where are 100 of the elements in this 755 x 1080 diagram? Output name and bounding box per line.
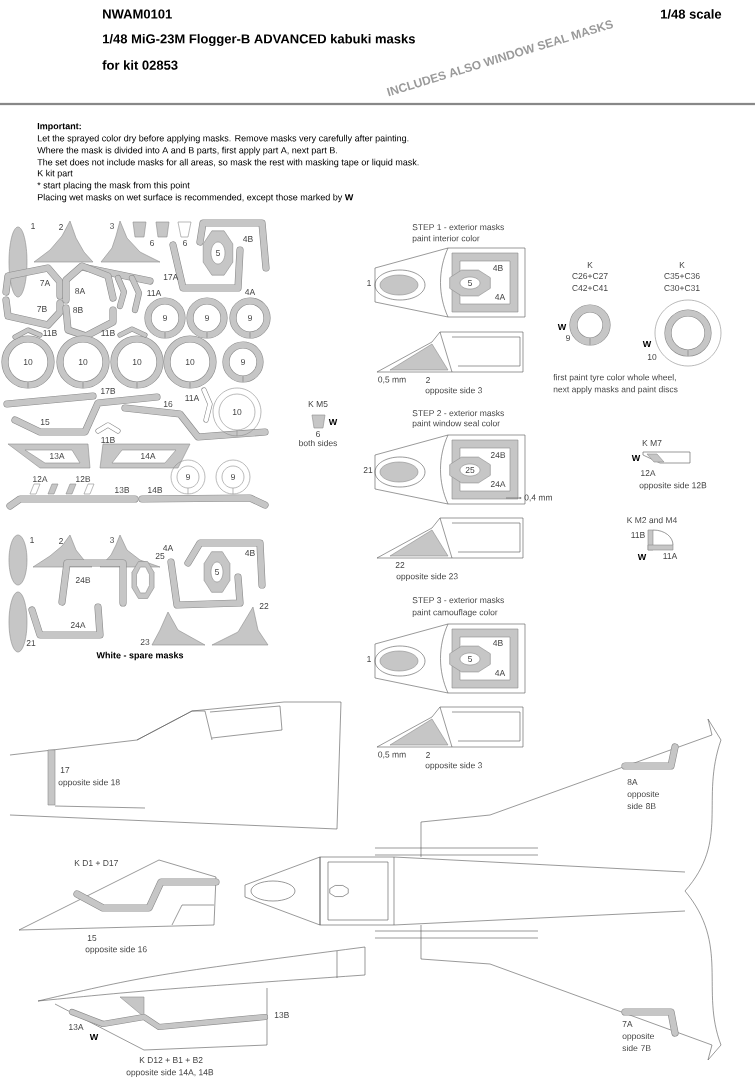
part-number: 4A: [163, 545, 174, 551]
caption-text: opposite side 3: [425, 762, 482, 770]
part-number: 21: [26, 640, 36, 646]
header-text: 1/48 scale: [661, 9, 722, 19]
part-number: 15: [40, 419, 50, 425]
part-number: 7A: [40, 280, 51, 286]
wet-mark: W: [631, 454, 641, 462]
part-number: 10: [232, 409, 242, 415]
part-number: 4B: [493, 265, 503, 271]
part-number: 11B: [43, 330, 57, 336]
caption-text: C42+C41: [572, 285, 608, 291]
part-number: 21: [363, 467, 373, 473]
part-number: 11A: [147, 290, 162, 296]
instruction-text: Let the sprayed color dry before applying masks. Remove masks very carefully after painting.: [37, 134, 409, 144]
part-number: 9: [163, 315, 167, 321]
caption-text: K M2 and M4: [627, 516, 677, 524]
part-number: 5: [468, 656, 472, 662]
instruction-text: Placing wet masks on wet surface is recommended, except those marked by W: [37, 193, 354, 203]
dimension-label: 0,5 mm: [378, 376, 406, 384]
part-number: 1: [367, 280, 371, 286]
step-heading: STEP 3 - exterior masks: [412, 596, 504, 604]
part-number: 5: [468, 280, 472, 286]
part-number: 5: [216, 250, 220, 256]
instruction-heading: Important:: [37, 123, 81, 132]
part-number: 2: [426, 752, 430, 758]
dimension-label: 0,4 mm: [524, 494, 552, 502]
part-number: 10: [132, 359, 142, 365]
part-number: 4A: [495, 670, 506, 676]
header-text: for kit 02853: [102, 60, 178, 70]
part-number: 9: [205, 315, 209, 321]
caption-text: both sides: [299, 439, 338, 447]
wet-mark: W: [89, 1033, 99, 1041]
wet-mark: W: [557, 323, 567, 331]
part-number: 17B: [101, 388, 116, 394]
part-number: 14A: [141, 453, 156, 459]
part-number: 5: [215, 569, 219, 575]
caption-text: C35+C36: [664, 273, 700, 279]
part-number: 9: [186, 474, 190, 480]
part-number: 4A: [245, 289, 256, 295]
part-number: 2: [426, 377, 430, 383]
part-number: 13A: [69, 1024, 84, 1030]
caption-text: C26+C27: [572, 273, 608, 279]
part-number: 23: [140, 639, 150, 645]
part-number: 8A: [627, 779, 638, 785]
part-number: 11B: [631, 532, 645, 538]
part-number: 3: [109, 223, 114, 229]
part-number: 4A: [495, 294, 506, 300]
caption-text: opposite side 23: [396, 573, 458, 581]
part-number: 11B: [101, 437, 115, 443]
caption-text: opposite side 7B: [622, 1032, 654, 1052]
caption-text: C30+C31: [664, 285, 700, 291]
part-number: 24A: [70, 622, 86, 628]
part-number: 25: [465, 467, 475, 473]
part-number: 1: [31, 223, 35, 229]
part-number: 16: [163, 401, 173, 407]
part-number: 24B: [75, 577, 91, 583]
part-number: 17A: [163, 274, 179, 280]
part-number: 7A: [622, 1021, 633, 1027]
caption-text: K D12 + B1 + B2: [139, 1057, 203, 1063]
part-number: 6: [316, 431, 320, 437]
instruction-text: Where the mask is divided into A and B parts, first apply part A, next part B.: [37, 146, 337, 156]
part-number: 9: [231, 474, 235, 480]
part-number: 13B: [274, 1012, 289, 1018]
instruction-text: K kit part: [37, 169, 73, 179]
part-number: 2: [59, 224, 63, 230]
part-number: 12A: [641, 470, 656, 476]
part-number: 6: [183, 240, 187, 246]
wet-mark: W: [637, 553, 647, 561]
part-number: 24A: [490, 481, 506, 487]
caption-text: next apply masks and paint discs: [553, 386, 678, 394]
part-number: 4B: [493, 640, 503, 646]
caption-text: opposite side 16: [85, 946, 147, 954]
part-number: 3: [109, 537, 114, 543]
part-number: 7B: [37, 306, 47, 312]
part-number: 10: [185, 359, 195, 365]
part-number: 13B: [115, 487, 130, 493]
step-heading: paint camouflage color: [412, 609, 498, 617]
part-number: 1: [367, 656, 371, 662]
part-number: 9: [241, 359, 245, 365]
part-number: 9: [248, 315, 252, 321]
part-number: 13A: [50, 453, 65, 459]
caption-text: K: [679, 262, 685, 268]
part-number: 1: [30, 537, 34, 543]
caption-text: opposite side 12B: [639, 482, 707, 490]
part-number: 17: [60, 767, 70, 773]
caption-text: opposite side 18: [58, 779, 120, 787]
part-number: 8B: [73, 307, 83, 313]
part-number: 10: [647, 354, 657, 360]
caption-text: K M5: [308, 401, 328, 407]
step-heading: paint interior color: [412, 235, 480, 243]
caption-text: K M7: [642, 440, 662, 446]
part-number: 2: [59, 538, 63, 544]
part-number: 8A: [75, 288, 86, 294]
instruction-text: * start placing the mask from this point: [37, 181, 190, 191]
wet-mark: W: [642, 340, 652, 348]
part-number: 6: [150, 240, 154, 246]
part-number: 25: [155, 553, 165, 559]
part-number: 11A: [185, 395, 200, 401]
part-number: 11B: [101, 330, 115, 336]
part-number: 22: [259, 603, 269, 609]
